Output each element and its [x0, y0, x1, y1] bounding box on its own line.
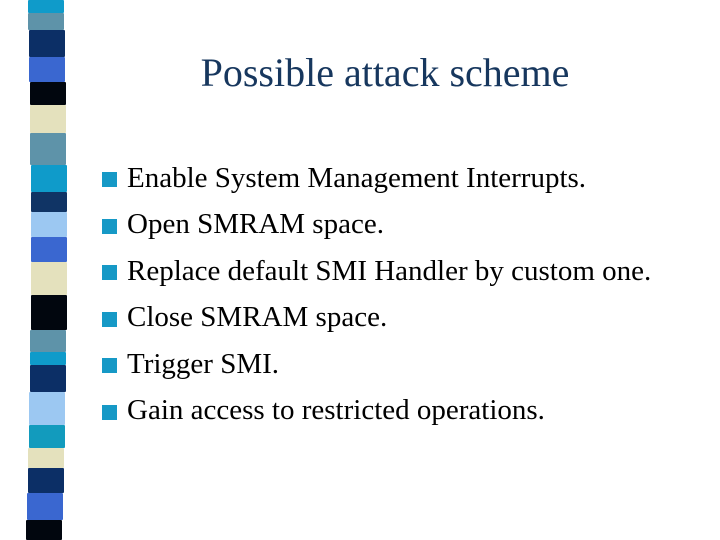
- bullet-list: Enable System Management Interrupts. Open…: [102, 155, 717, 434]
- bullet-text: Close SMRAM space.: [127, 301, 388, 334]
- bullet-text: Trigger SMI.: [127, 347, 280, 380]
- stripe-segment: [29, 30, 65, 57]
- bullet-square-icon: [102, 265, 117, 281]
- bullet-square-icon: [102, 404, 117, 420]
- bullet-text: Replace default SMI Handler by custom on…: [127, 254, 652, 287]
- bullet-text: Gain access to restricted operations.: [127, 394, 545, 427]
- stripe-segment: [27, 493, 63, 520]
- stripe-segment: [26, 520, 62, 540]
- bullet-square-icon: [102, 358, 117, 374]
- stripe-segment: [31, 212, 67, 237]
- stripe-segment: [31, 262, 67, 295]
- bullet-text: Open SMRAM space.: [127, 208, 384, 241]
- stripe-segment: [28, 0, 64, 13]
- bullet-square-icon: [102, 311, 117, 327]
- bullet-square-icon: [102, 218, 117, 234]
- stripe-segment: [30, 133, 66, 165]
- stripe-segment: [30, 82, 66, 105]
- stripe-segment: [29, 392, 65, 425]
- bullet-item: Enable System Management Interrupts.: [102, 155, 717, 202]
- slide-title: Possible attack scheme: [200, 50, 570, 95]
- bullet-item: Replace default SMI Handler by custom on…: [102, 248, 717, 295]
- stripe-segment: [29, 425, 65, 448]
- bullet-square-icon: [102, 172, 117, 188]
- bullet-text: Enable System Management Interrupts.: [127, 161, 587, 194]
- stripe-segment: [31, 295, 67, 330]
- stripe-segment: [30, 105, 66, 133]
- bullet-item: Close SMRAM space.: [102, 295, 717, 342]
- bullet-item: Gain access to restricted operations.: [102, 388, 717, 435]
- stripe-segment: [30, 365, 66, 392]
- stripe-segment: [28, 13, 64, 30]
- stripe-segment: [31, 165, 67, 192]
- stripe-segment: [30, 352, 66, 365]
- stripe-segment: [31, 192, 67, 212]
- stripe-segment: [30, 330, 66, 352]
- stripe-segment: [28, 448, 64, 468]
- bullet-item: Open SMRAM space.: [102, 202, 717, 249]
- stripe-segment: [28, 468, 64, 493]
- decorative-stripe: [26, 0, 67, 540]
- stripe-segment: [31, 237, 67, 262]
- stripe-segment: [29, 57, 65, 82]
- bullet-item: Trigger SMI.: [102, 341, 717, 388]
